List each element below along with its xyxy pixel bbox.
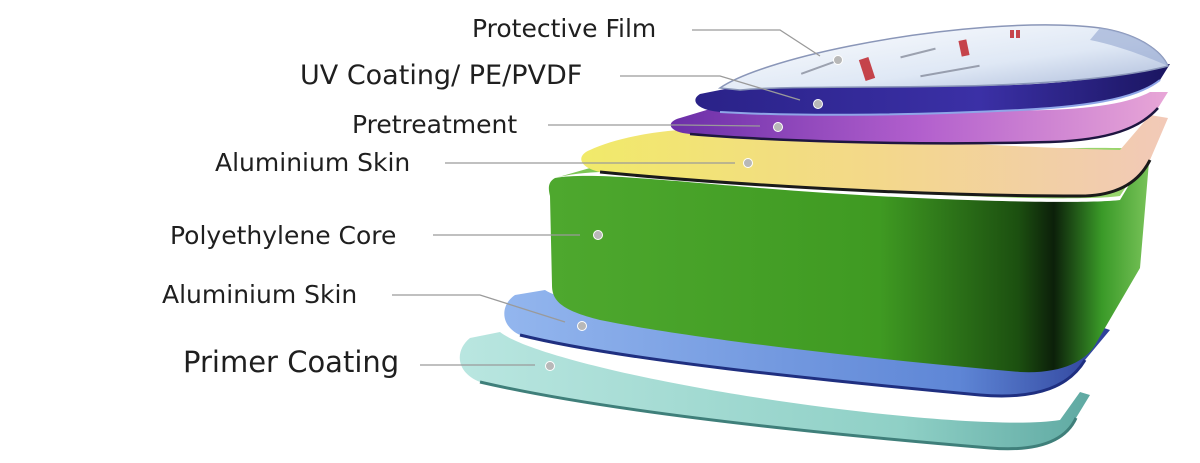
layer-pretreatment (670, 92, 1168, 145)
dot-pretreatment (773, 122, 783, 132)
label-aluminium-skin-bottom: Aluminium Skin (162, 280, 358, 309)
dot-polyethylene-core (593, 230, 603, 240)
label-aluminium-skin-top: Aluminium Skin (215, 148, 411, 177)
label-primer-coating: Primer Coating (183, 345, 400, 379)
dot-aluminium-skin-bottom (577, 321, 587, 331)
dot-aluminium-skin-top (743, 158, 753, 168)
dot-protective-film (833, 55, 843, 65)
leader-lines (392, 29, 843, 371)
leader-uv-coating (620, 75, 801, 101)
leader-aluminium-skin-bottom (392, 294, 566, 323)
leader-protective-film (692, 29, 821, 57)
leader-pretreatment (548, 124, 761, 127)
label-polyethylene-core: Polyethylene Core (170, 221, 397, 250)
layer-primer-coating (459, 332, 1090, 451)
dot-uv-coating (813, 99, 823, 109)
dot-primer-coating (545, 361, 555, 371)
label-pretreatment: Pretreatment (352, 110, 518, 139)
layer-protective-film (717, 24, 1170, 91)
label-uv-coating: UV Coating/ PE/PVDF (300, 60, 583, 91)
label-protective-film: Protective Film (472, 14, 657, 43)
